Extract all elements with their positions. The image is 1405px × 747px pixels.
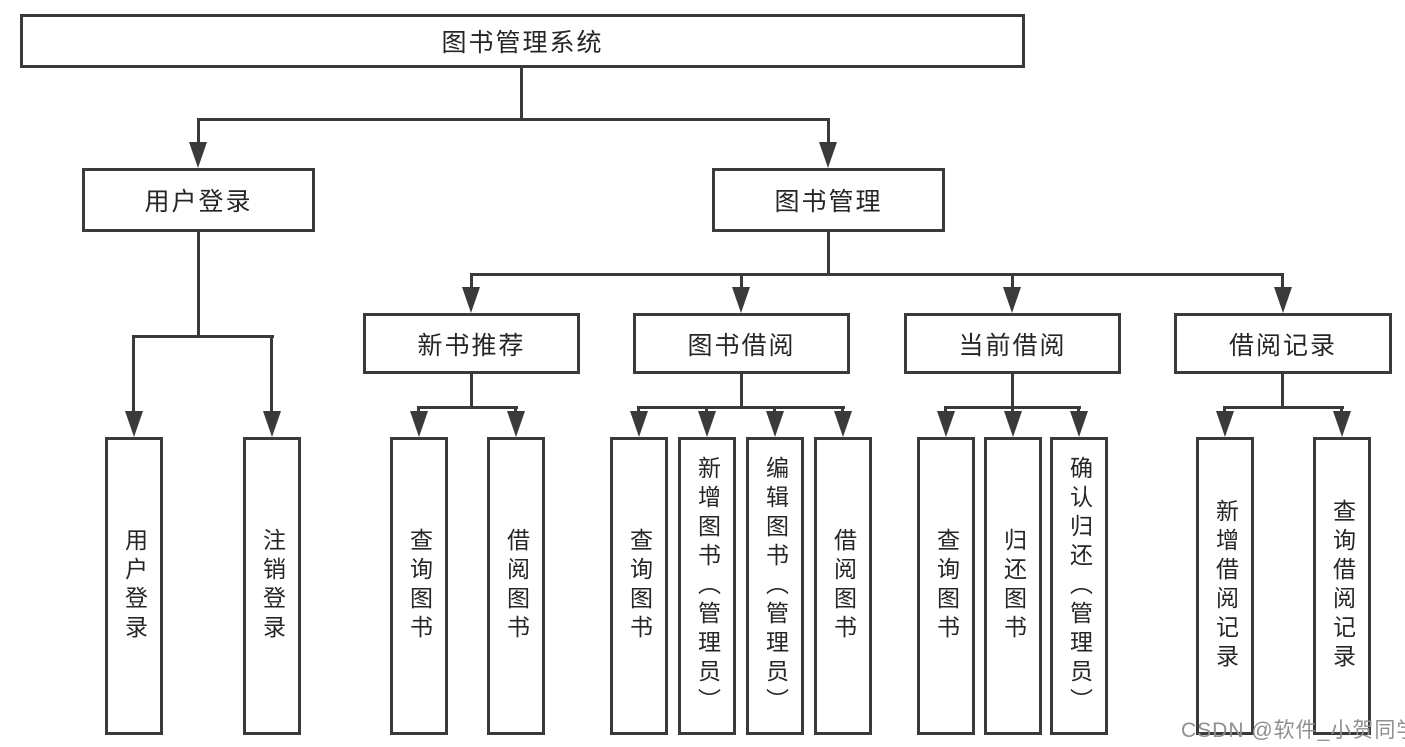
connector-newbook-stem: [470, 374, 473, 409]
arrow-down-icon: [834, 411, 852, 437]
connector-bookmgmt-drop4: [1281, 273, 1284, 289]
arrow-down-icon: [1003, 287, 1021, 313]
arrow-down-icon: [263, 411, 281, 437]
node-borrowing-records: 借阅记录: [1174, 313, 1392, 374]
node-user-login-group: 用户登录: [82, 168, 315, 232]
connector-borrowing-hline: [637, 406, 845, 409]
connector-root-hline: [197, 118, 830, 121]
connector-userlogin-drop1: [132, 335, 135, 411]
node-new-book-recommendation: 新书推荐: [363, 313, 580, 374]
leaf-label: 新增借阅记录: [1212, 499, 1239, 673]
leaf-user-login: 用户登录: [105, 437, 163, 735]
connector-records-drop1: [1223, 406, 1226, 414]
leaf-borrowing-add-books-admin: 新增图书（管理员）: [678, 437, 736, 735]
leaf-records-query-record: 查询借阅记录: [1313, 437, 1371, 735]
arrow-down-icon: [1274, 287, 1292, 313]
leaf-label: 查询图书: [933, 528, 960, 644]
connector-root-stem: [520, 68, 523, 121]
arrow-down-icon: [937, 411, 955, 437]
leaf-label: 查询借阅记录: [1329, 499, 1356, 673]
leaf-borrowing-edit-books-admin: 编辑图书（管理员）: [746, 437, 804, 735]
node-root: 图书管理系统: [20, 14, 1025, 68]
arrow-down-icon: [1070, 411, 1088, 437]
connector-root-left-drop: [197, 118, 200, 142]
leaf-logout-login: 注销登录: [243, 437, 301, 735]
node-current-borrowing: 当前借阅: [904, 313, 1121, 374]
arrow-down-icon: [732, 287, 750, 313]
connector-borrowing-drop2: [705, 406, 708, 414]
arrow-down-icon: [507, 411, 525, 437]
leaf-records-add-record: 新增借阅记录: [1196, 437, 1254, 735]
leaf-label: 借阅图书: [830, 528, 857, 644]
connector-userlogin-drop2: [270, 335, 273, 411]
watermark: CSDN @软件_小贺同学: [1181, 719, 1405, 742]
arrow-down-icon: [630, 411, 648, 437]
leaf-label: 编辑图书（管理员）: [762, 455, 789, 717]
leaf-label: 用户登录: [121, 528, 148, 644]
arrow-down-icon: [125, 411, 143, 437]
connector-current-drop3: [1077, 406, 1080, 414]
leaf-label: 注销登录: [259, 528, 286, 644]
arrow-down-icon: [462, 287, 480, 313]
arrow-down-icon: [1004, 411, 1022, 437]
arrow-down-icon: [1333, 411, 1351, 437]
connector-bookmgmt-drop3: [1011, 273, 1014, 289]
leaf-label: 新增图书（管理员）: [694, 455, 721, 717]
connector-records-drop2: [1340, 406, 1343, 414]
leaf-current-return-books: 归还图书: [984, 437, 1042, 735]
arrow-down-icon: [410, 411, 428, 437]
connector-root-right-drop: [827, 118, 830, 142]
connector-borrowing-stem: [740, 374, 743, 409]
leaf-label: 借阅图书: [503, 528, 530, 644]
connector-bookmgmt-hline: [470, 273, 1284, 276]
connector-current-stem: [1011, 374, 1014, 409]
leaf-label: 确认归还（管理员）: [1066, 455, 1093, 717]
connector-bookmgmt-drop1: [470, 273, 473, 289]
leaf-borrowing-query-books: 查询图书: [610, 437, 668, 735]
connector-borrowing-drop1: [637, 406, 640, 414]
leaf-newbook-query-books: 查询图书: [390, 437, 448, 735]
connector-current-drop1: [944, 406, 947, 414]
connector-bookmgmt-drop2: [740, 273, 743, 289]
arrow-down-icon: [698, 411, 716, 437]
connector-borrowing-drop3: [773, 406, 776, 414]
connector-bookmgmt-stem: [827, 232, 830, 276]
arrow-down-icon: [766, 411, 784, 437]
connector-borrowing-drop4: [841, 406, 844, 414]
leaf-current-confirm-return-admin: 确认归还（管理员）: [1050, 437, 1108, 735]
node-book-management: 图书管理: [712, 168, 945, 232]
node-book-borrowing: 图书借阅: [633, 313, 850, 374]
arrow-down-icon: [1216, 411, 1234, 437]
leaf-label: 归还图书: [1000, 528, 1027, 644]
leaf-newbook-borrow-books: 借阅图书: [487, 437, 545, 735]
arrow-down-icon: [819, 142, 837, 168]
leaf-current-query-books: 查询图书: [917, 437, 975, 735]
arrow-down-icon: [189, 142, 207, 168]
leaf-borrowing-borrow-books: 借阅图书: [814, 437, 872, 735]
leaf-label: 查询图书: [626, 528, 653, 644]
connector-newbook-hline: [417, 406, 518, 409]
connector-newbook-drop2: [514, 406, 517, 414]
connector-records-stem: [1281, 374, 1284, 409]
connector-userlogin-hline: [132, 335, 274, 338]
connector-records-hline: [1223, 406, 1344, 409]
connector-newbook-drop1: [417, 406, 420, 414]
leaf-label: 查询图书: [406, 528, 433, 644]
connector-userlogin-stem: [197, 232, 200, 338]
connector-current-drop2: [1011, 406, 1014, 414]
